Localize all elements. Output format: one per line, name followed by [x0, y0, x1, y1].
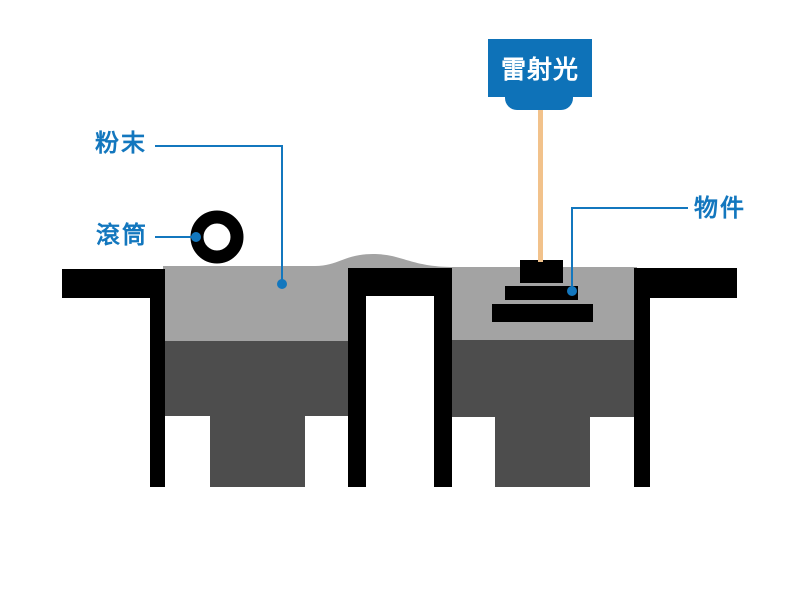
roller-callout-dot — [191, 232, 201, 242]
right-piston-stem — [495, 417, 590, 487]
left-table-bar — [62, 269, 165, 298]
object-label: 物件 — [694, 195, 746, 222]
left-chamber-dark-powder — [165, 341, 348, 416]
object-callout-line — [571, 207, 688, 291]
object-callout-dot — [567, 286, 577, 296]
powder-callout-dot — [277, 279, 287, 289]
center-divider-bar — [348, 268, 452, 296]
right-table-bar — [634, 268, 737, 298]
laser-head-label: 雷射光 — [500, 56, 579, 84]
center-divider-right-wall — [434, 296, 452, 487]
center-divider-left-wall — [348, 296, 366, 487]
object-layer-top — [520, 260, 563, 283]
object-layer-bottom — [492, 304, 593, 322]
left-outer-wall — [150, 298, 165, 487]
laser-head-box: 雷射光 — [488, 39, 592, 97]
roller-label: 滾筒 — [96, 222, 148, 249]
object-layer-middle — [505, 286, 578, 300]
left-piston-stem — [210, 416, 305, 487]
divider-gap — [366, 296, 434, 490]
powder-label: 粉末 — [95, 130, 147, 157]
right-chamber-dark-powder — [452, 340, 635, 417]
roller-ring — [190, 210, 244, 264]
laser-beam — [538, 108, 543, 262]
right-outer-wall — [634, 298, 650, 487]
powder-callout-line — [155, 145, 283, 284]
